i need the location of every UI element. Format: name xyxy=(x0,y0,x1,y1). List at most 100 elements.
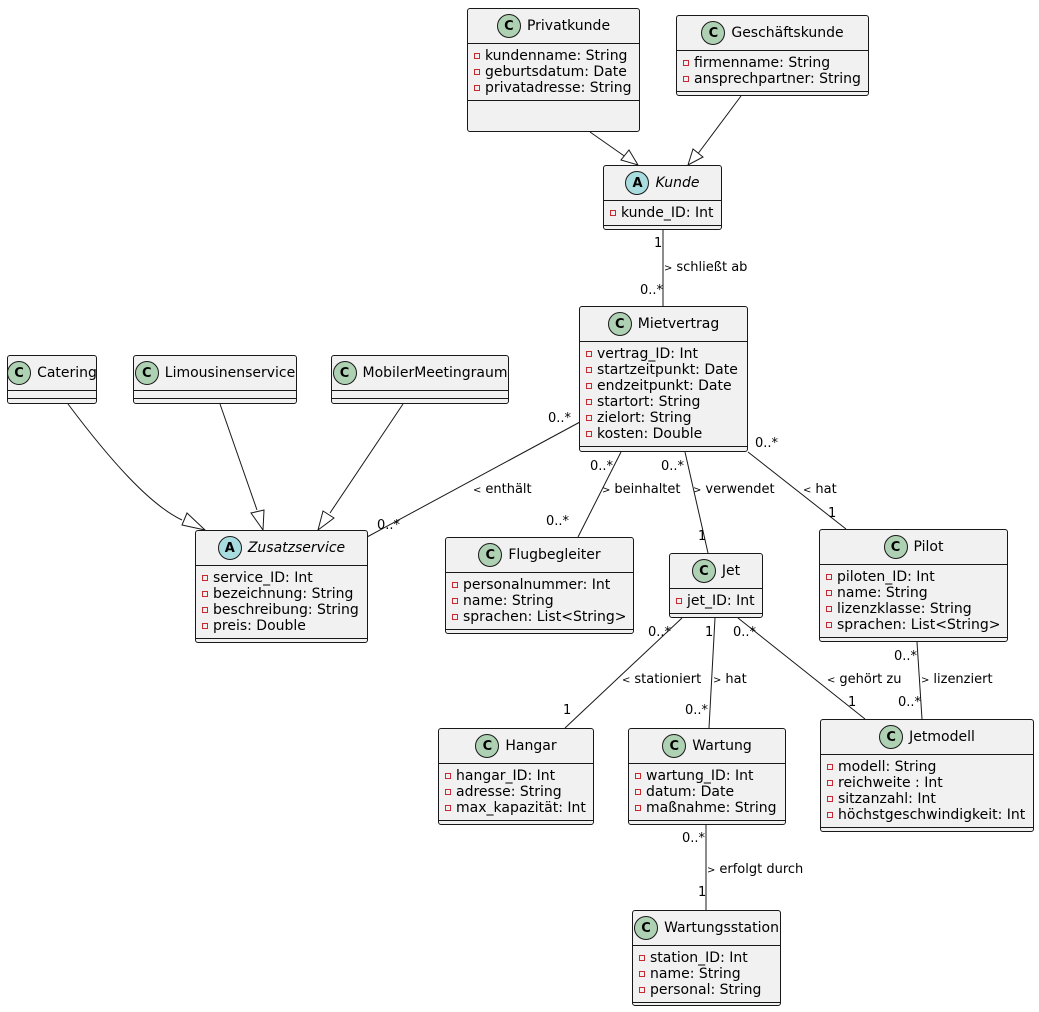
attribute-list xyxy=(134,391,296,399)
class-name: Wartungsstation xyxy=(664,920,779,936)
attribute: privatadresse: String xyxy=(474,80,639,96)
multiplicity: 0..* xyxy=(548,411,572,426)
private-icon xyxy=(586,383,592,389)
attribute: kunde_ID: Int xyxy=(610,205,721,221)
private-icon xyxy=(586,415,592,421)
multiplicity: 0..* xyxy=(648,625,672,640)
association-label-verwendet: >verwendet xyxy=(693,482,775,497)
direction-arrow-icon: > xyxy=(921,675,930,686)
attribute-list: station_ID: Int name: String personal: S… xyxy=(633,946,780,1003)
multiplicity: 0..* xyxy=(755,436,779,451)
class-c-icon: C xyxy=(701,21,726,45)
class-c-icon: C xyxy=(332,361,357,385)
direction-arrow-icon: < xyxy=(803,485,812,496)
attribute: piloten_ID: Int xyxy=(826,569,1007,585)
generalization-mobilermeetingraum-zusatzservice xyxy=(329,403,404,514)
generalization-limousinenservice-zusatzservice xyxy=(219,403,258,511)
direction-arrow-icon: > xyxy=(664,263,673,274)
private-icon xyxy=(202,591,208,597)
generalization-privatkunde-kunde xyxy=(589,131,631,161)
abstract-class-icon: A xyxy=(625,171,650,195)
attribute-list: service_ID: Int bezeichnung: String besc… xyxy=(196,566,367,639)
private-icon xyxy=(826,606,832,612)
attribute-list: kundenname: String geburtsdatum: Date pr… xyxy=(468,44,639,101)
attribute-list: piloten_ID: Int name: String lizenzklass… xyxy=(820,565,1007,638)
class-name: Zusatzservice xyxy=(247,540,346,556)
association-enthaelt xyxy=(366,421,581,538)
attribute: kosten: Double xyxy=(586,426,747,442)
direction-arrow-icon: < xyxy=(622,675,631,686)
association-label-hat-wartung: >hat xyxy=(713,672,747,687)
class-c-icon: C xyxy=(7,361,32,385)
private-icon xyxy=(639,955,645,961)
attribute: zielort: String xyxy=(586,410,747,426)
attribute: firmenname: String xyxy=(683,55,868,71)
direction-arrow-icon: > xyxy=(693,485,702,496)
private-icon xyxy=(635,789,641,795)
association-label-beinhaltet: >beinhaltet xyxy=(602,482,681,497)
generalization-arrowhead xyxy=(620,149,640,166)
private-icon xyxy=(586,431,592,437)
private-icon xyxy=(202,623,208,629)
direction-arrow-icon: > xyxy=(713,675,722,686)
attribute: name: String xyxy=(826,585,1007,601)
private-icon xyxy=(445,805,451,811)
generalization-arrowhead xyxy=(181,512,207,531)
multiplicity: 0..* xyxy=(682,831,706,846)
method-list xyxy=(604,226,721,233)
private-icon xyxy=(826,590,832,596)
attribute: endzeitpunkt: Date xyxy=(586,378,747,394)
multiplicity: 1 xyxy=(705,625,714,640)
attribute-list: personalnummer: Int name: String sprache… xyxy=(446,573,633,630)
method-list xyxy=(8,399,96,406)
class-name: Flugbegleiter xyxy=(508,547,601,563)
generalization-geschaeftskunde-kunde xyxy=(696,95,742,156)
class-name: Geschäftskunde xyxy=(731,25,844,41)
class-c-icon: C xyxy=(883,535,908,559)
attribute: lizenzklasse: String xyxy=(826,601,1007,617)
attribute: modell: String xyxy=(827,759,1033,775)
private-icon xyxy=(474,85,480,91)
attribute: datum: Date xyxy=(635,784,785,800)
multiplicity: 0..* xyxy=(590,459,614,474)
attribute: startzeitpunkt: Date xyxy=(586,362,747,378)
attribute: höchstgeschwindigkeit: Int xyxy=(827,807,1033,823)
private-icon xyxy=(827,780,833,786)
private-icon xyxy=(683,76,689,82)
association-hat-wartung xyxy=(708,617,716,729)
private-icon xyxy=(639,971,645,977)
class-name: Wartung xyxy=(692,738,752,754)
association-beinhaltet xyxy=(577,451,622,538)
class-c-icon: C xyxy=(607,312,632,336)
attribute: max_kapazität: Int xyxy=(445,800,593,816)
method-list xyxy=(670,614,762,621)
class-name: Catering xyxy=(37,365,97,381)
generalization-arrowhead xyxy=(687,148,704,167)
association-label-enthaelt: <enthält xyxy=(473,482,532,497)
class-catering[interactable]: C Catering xyxy=(7,355,97,404)
multiplicity: 0..* xyxy=(733,625,757,640)
association-hat-pilot xyxy=(747,451,847,530)
direction-arrow-icon: < xyxy=(473,485,482,496)
method-list xyxy=(332,399,508,406)
multiplicity: 1 xyxy=(563,703,572,718)
